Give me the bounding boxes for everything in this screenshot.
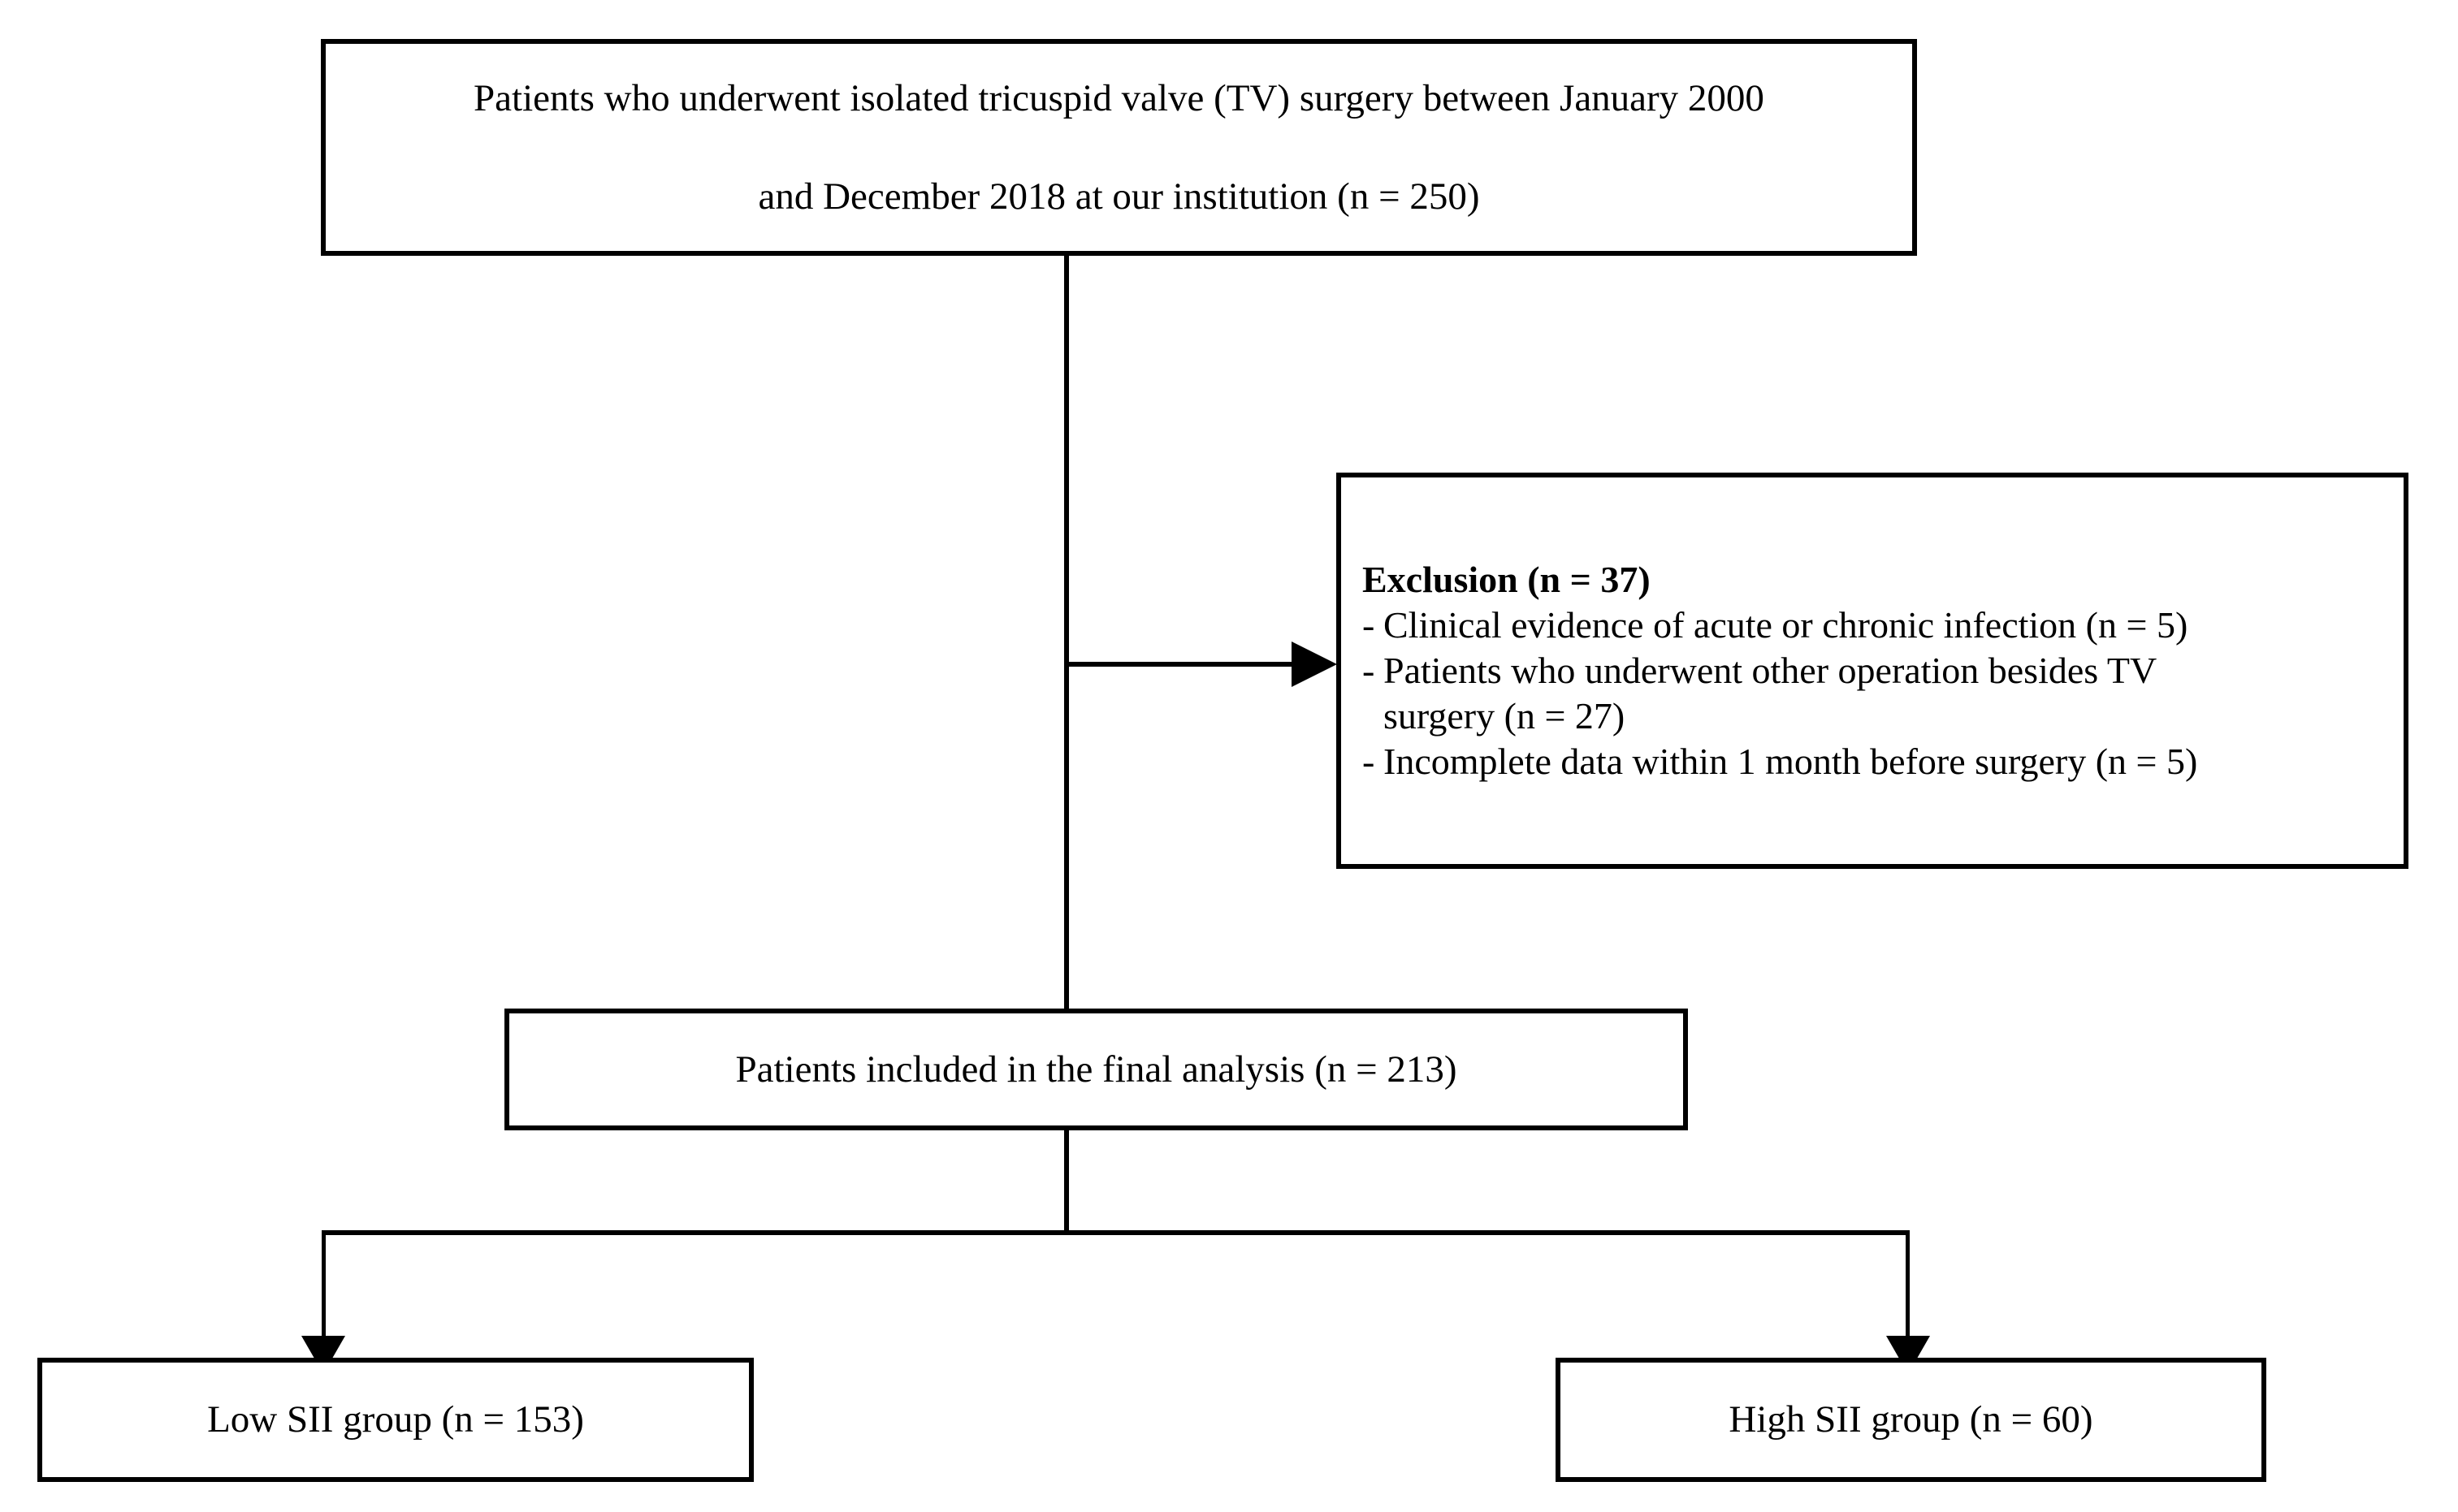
exclusion-title: Exclusion (n = 37) xyxy=(1362,558,1651,600)
connector-drop-left xyxy=(322,1230,326,1344)
exclusion-item: - Incomplete data within 1 month before … xyxy=(1362,739,2404,784)
final-analysis-label: Patients included in the final analysis … xyxy=(735,1048,1457,1091)
exclusion-item-continuation: surgery (n = 27) xyxy=(1383,695,1625,737)
exclusion-item-text: Clinical evidence of acute or chronic in… xyxy=(1383,603,2188,646)
enrollment-line-1: Patients who underwent isolated tricuspi… xyxy=(474,77,1764,120)
connector-trunk-vertical xyxy=(1064,256,1069,1009)
connector-split-vertical xyxy=(1064,1130,1069,1234)
connector-exclusion-horizontal xyxy=(1067,662,1298,667)
exclusion-item: - Clinical evidence of acute or chronic … xyxy=(1362,603,2404,648)
high-sii-group-box: High SII group (n = 60) xyxy=(1556,1358,2266,1482)
high-sii-group-label: High SII group (n = 60) xyxy=(1729,1398,2093,1441)
final-analysis-box: Patients included in the final analysis … xyxy=(504,1009,1688,1130)
connector-drop-right xyxy=(1906,1230,1910,1344)
exclusion-item: - Patients who underwent other operation… xyxy=(1362,648,2404,693)
enrollment-line-2: and December 2018 at our institution (n … xyxy=(758,175,1480,218)
exclusion-item-text: Incomplete data within 1 month before su… xyxy=(1383,741,2198,783)
bullet-dash-icon: - xyxy=(1362,741,1375,783)
bullet-dash-icon: - xyxy=(1362,603,1375,646)
low-sii-group-label: Low SII group (n = 153) xyxy=(207,1398,584,1441)
bullet-dash-icon: - xyxy=(1362,649,1375,691)
connector-split-horizontal xyxy=(322,1230,1910,1235)
exclusion-item-text: Patients who underwent other operation b… xyxy=(1383,649,2157,691)
low-sii-group-box: Low SII group (n = 153) xyxy=(37,1358,754,1482)
enrollment-box: Patients who underwent isolated tricuspi… xyxy=(321,39,1917,256)
exclusion-box: Exclusion (n = 37) - Clinical evidence o… xyxy=(1336,473,2408,869)
arrowhead-right-icon xyxy=(1292,642,1337,687)
